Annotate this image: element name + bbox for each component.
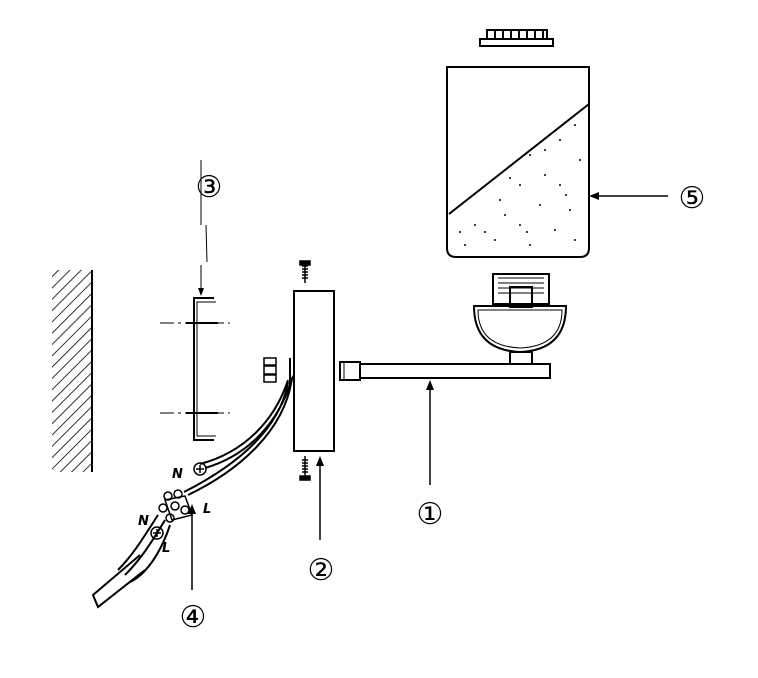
screw-top xyxy=(299,260,311,283)
callout-2: ② xyxy=(308,553,335,588)
callout-1: ① xyxy=(417,497,444,532)
callout-3: ③ xyxy=(196,170,223,205)
wire-label-n-lower: N xyxy=(138,514,149,529)
frosted-dots xyxy=(459,124,581,246)
lamp-arm xyxy=(339,361,551,381)
leader-lines xyxy=(188,192,668,590)
top-cap xyxy=(479,29,554,47)
lamp-holder xyxy=(472,273,568,365)
screw-bottom xyxy=(299,456,311,481)
backplate xyxy=(289,290,335,452)
callout-5: ⑤ xyxy=(679,181,706,216)
wire-label-l-lower: L xyxy=(162,541,170,556)
wire-label-l-upper: L xyxy=(203,502,211,517)
glass-shade xyxy=(446,66,590,258)
callout-4: ④ xyxy=(180,600,207,635)
wire-label-n-upper: N xyxy=(172,467,183,482)
terminal-block xyxy=(150,462,207,540)
wires xyxy=(183,377,293,496)
mounting-bracket xyxy=(160,160,230,441)
power-cable xyxy=(91,514,171,609)
hex-nut xyxy=(263,357,277,383)
wall-hatching xyxy=(52,270,93,472)
